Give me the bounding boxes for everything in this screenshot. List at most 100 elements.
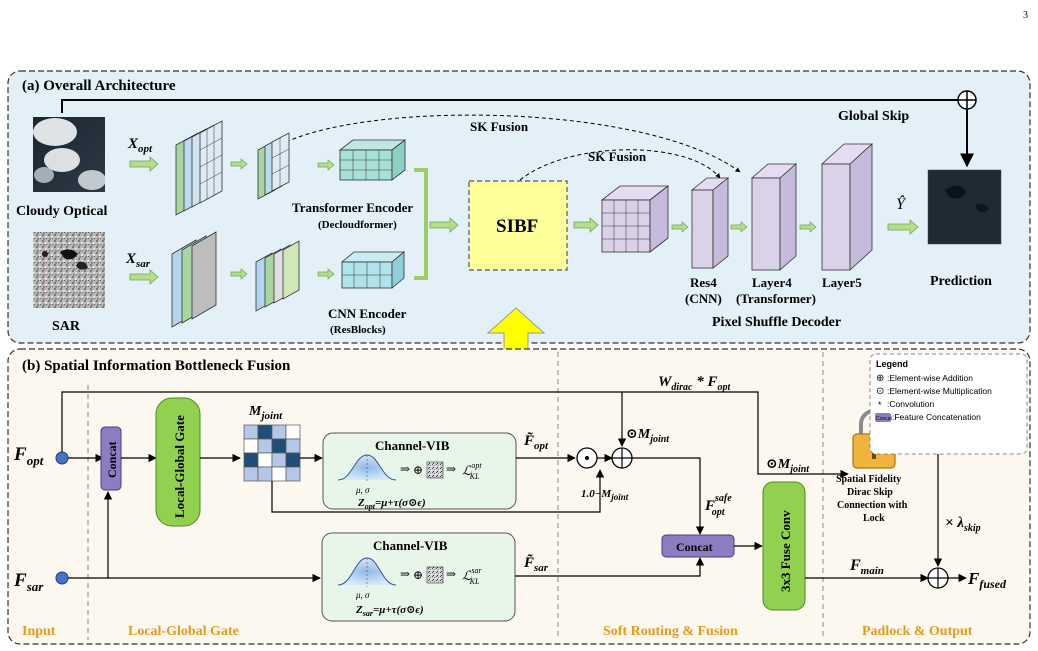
- transformer-stage3-cube: [338, 139, 407, 181]
- res4-sub-label: (CNN): [685, 291, 722, 306]
- lock-label-4: Lock: [863, 513, 885, 524]
- noise-patch-top: [426, 461, 444, 479]
- legend-item-conv-text: :Convolution: [887, 399, 935, 409]
- arrow-right-top-2: ⇒: [446, 462, 456, 476]
- green-arrow-to-layer5: [799, 221, 817, 233]
- legend-box: Legend ⊕ :Element-wise Addition ⊙ :Eleme…: [869, 353, 1028, 455]
- add-symbol-bottom: ⊕: [413, 568, 423, 582]
- res4-label: Res4: [690, 275, 717, 290]
- layer4-label: Layer4: [752, 275, 792, 290]
- global-skip-label: Global Skip: [838, 109, 909, 124]
- m-joint-mask-grid: [243, 424, 301, 482]
- cnn-stage3-cube: [340, 251, 406, 289]
- lock-label-3: Connection with: [837, 500, 908, 511]
- channel-vib-top-block: [322, 432, 517, 510]
- section-label-gate: Local-Global Gate: [128, 624, 239, 639]
- cloudy-optical-image: [33, 117, 106, 192]
- pixel-shuffle-label: Pixel Shuffle Decoder: [712, 315, 841, 330]
- m-joint-label: Mjoint: [248, 404, 283, 422]
- green-arrow-to-res4: [671, 221, 689, 233]
- lock-label-2: Dirac Skip: [847, 487, 893, 498]
- z-opt-equation: Zopt=μ+τ(σ⊙ϵ): [357, 497, 426, 511]
- f-tilde-sar-label: F̃sar: [523, 553, 549, 574]
- section-label-output: Padlock & Output: [862, 624, 973, 639]
- fused-feature-cube: [600, 185, 670, 253]
- sibf-block: [468, 180, 568, 271]
- transformer-stage2-features: [257, 132, 290, 200]
- w-dirac-label: Wdirac * Fopt: [658, 374, 731, 393]
- local-global-gate-block: [155, 397, 201, 527]
- cnn-encoder-label: CNN Encoder: [328, 306, 407, 321]
- sk-fusion-mid-arc: [519, 149, 721, 181]
- layer5-label: Layer5: [822, 275, 862, 290]
- green-arrow-c2: [317, 268, 335, 280]
- fuse-conv-block: [762, 481, 806, 611]
- concat-horizontal-label: Concat: [676, 540, 713, 554]
- green-arrow-x-opt: [129, 156, 159, 172]
- odot-m-joint-label: ⊙Mjoint: [626, 427, 670, 445]
- f-opt-input-label: Fopt: [13, 444, 44, 468]
- sk-fusion-top-arc: [285, 114, 741, 173]
- section-label-routing: Soft Routing & Fusion: [603, 624, 738, 639]
- fuse-conv-label: 3x3 Fuse Conv: [778, 510, 793, 592]
- cloudy-optical-label: Cloudy Optical: [16, 204, 108, 219]
- section-label-input: Input: [22, 624, 56, 639]
- green-arrow-to-sibf: [429, 217, 459, 233]
- mu-sigma-top-label: μ, σ: [355, 485, 370, 495]
- channel-vib-top-label: Channel-VIB: [375, 438, 450, 453]
- prediction-image: [927, 169, 1002, 245]
- res4-block: [690, 177, 730, 269]
- f-main-label: Fmain: [849, 557, 884, 577]
- channel-vib-bottom-label: Channel-VIB: [373, 538, 448, 553]
- layer4-block: [750, 163, 798, 271]
- legend-item-conv-symbol: *: [878, 400, 882, 410]
- green-arrow-t2: [317, 159, 335, 171]
- sar-image: [33, 232, 105, 308]
- x-sar-label: Xsar: [125, 251, 151, 270]
- green-arrow-to-layer4: [730, 221, 748, 233]
- legend-item-mul-text: :Element-wise Multiplication: [887, 386, 992, 396]
- global-skip-line: [61, 99, 958, 113]
- legend-item-mul-symbol: ⊙: [876, 386, 884, 397]
- legend-item-concat-symbol: Concat: [876, 416, 892, 422]
- transformer-stage1-features: [175, 120, 223, 216]
- resblocks-label: (ResBlocks): [330, 324, 386, 336]
- legend-item-concat-text: :Feature Concatenation: [892, 412, 981, 422]
- green-arrow-from-sibf: [573, 217, 599, 233]
- panel-b-title: (b) Spatial Information Bottleneck Fusio…: [22, 358, 291, 374]
- mu-sigma-bottom-label: μ, σ: [355, 590, 370, 600]
- f-sar-input-label: Fsar: [13, 570, 44, 594]
- y-hat-label: Ŷ: [896, 194, 907, 213]
- lambda-skip-label: × λskip: [945, 515, 981, 534]
- layer5-block: [820, 143, 874, 271]
- noise-patch-bottom: [426, 566, 444, 584]
- cnn-stage1-features: [171, 231, 217, 328]
- green-arrow-t1: [230, 158, 248, 170]
- legend-item-add-symbol: ⊕: [876, 373, 884, 384]
- green-arrow-x-sar: [129, 269, 159, 285]
- transformer-encoder-label: Transformer Encoder: [292, 200, 413, 215]
- arrow-right-bottom-2: ⇒: [446, 567, 456, 581]
- encoder-merge-bracket: [414, 168, 428, 280]
- arrow-right-bottom: ⇒: [400, 567, 410, 581]
- lock-label-1: Spatial Fidelity: [836, 474, 901, 485]
- z-sar-equation: Zsar=μ+τ(σ⊙ϵ): [355, 604, 424, 618]
- sar-label: SAR: [52, 319, 81, 334]
- f-sar-node: [55, 571, 69, 585]
- odot-m-joint2-label: ⊙Mjoint: [766, 457, 810, 475]
- f-tilde-opt-label: F̃opt: [523, 431, 549, 452]
- f-fused-label: Ffused: [967, 569, 1007, 591]
- channel-vib-bottom-block: [321, 532, 516, 622]
- add-symbol-top: ⊕: [413, 463, 423, 477]
- layer4-sub-label: (Transformer): [736, 291, 816, 306]
- page-number: 3: [1023, 10, 1028, 21]
- legend-item-add-text: :Element-wise Addition: [887, 373, 973, 383]
- sk-fusion-top-label: SK Fusion: [470, 119, 529, 134]
- arrow-right-top: ⇒: [400, 462, 410, 476]
- cnn-stage2-features: [255, 240, 300, 312]
- decloudformer-label: (Decloudformer): [318, 219, 397, 231]
